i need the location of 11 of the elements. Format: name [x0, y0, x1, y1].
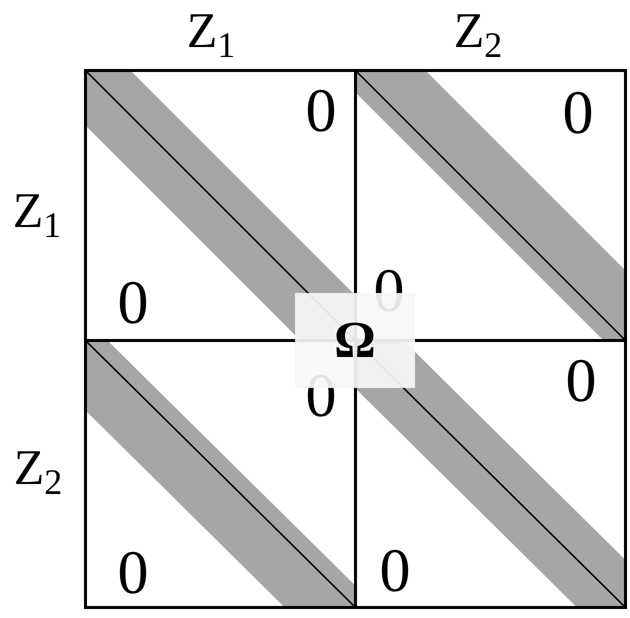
column-label: Z$_{2}$: [454, 5, 502, 55]
matrix-entry: 0: [380, 540, 410, 602]
matrix-entry: 0: [566, 350, 596, 412]
matrix-entry: 0: [306, 80, 336, 142]
matrix-entry: 0: [562, 82, 594, 144]
overlay-label: Ω: [295, 293, 415, 388]
column-label: Z$_{1}$: [186, 5, 236, 55]
row-label: Z$_{2}$: [14, 442, 62, 492]
row-label: Z$_{1}$: [12, 185, 62, 235]
matrix-entry: 0: [118, 272, 148, 334]
matrix-entry: 0: [118, 542, 148, 604]
